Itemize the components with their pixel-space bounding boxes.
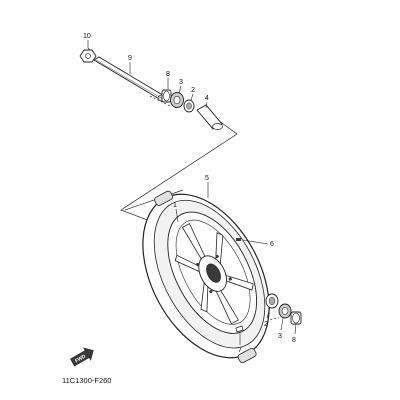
callout-6: 6 bbox=[270, 241, 274, 248]
callout-labels: 10 9 8 3 2 4 5 1 6 2 3 8 7 bbox=[83, 33, 296, 354]
fwd-label: FWD bbox=[74, 353, 87, 364]
callout-8-upper: 8 bbox=[166, 71, 170, 78]
balance-weight-part bbox=[235, 325, 244, 333]
callout-9: 9 bbox=[128, 55, 132, 62]
callout-3-lower: 3 bbox=[278, 333, 282, 340]
callout-1: 1 bbox=[173, 202, 177, 209]
front-wheel-assembly bbox=[142, 190, 270, 364]
oil-seal-lower-part bbox=[278, 303, 292, 319]
callout-2-upper: 2 bbox=[191, 87, 195, 94]
bearing-upper-part bbox=[183, 99, 195, 113]
spacer-lower-part bbox=[290, 311, 302, 325]
collar-sleeve-part bbox=[196, 104, 223, 130]
callout-7: 7 bbox=[238, 347, 242, 354]
callout-4: 4 bbox=[205, 95, 209, 102]
callout-10: 10 bbox=[83, 33, 91, 40]
fwd-arrow-icon: FWD bbox=[70, 347, 94, 367]
oil-seal-upper-part bbox=[170, 92, 184, 108]
callout-2-lower: 2 bbox=[264, 321, 268, 328]
leader-lines bbox=[87, 40, 297, 345]
part-code: 11C1300-F260 bbox=[62, 376, 111, 385]
callout-5: 5 bbox=[205, 175, 209, 182]
callout-3-upper: 3 bbox=[179, 79, 183, 86]
axle-nut-part bbox=[79, 49, 97, 63]
bearing-lower-part bbox=[265, 293, 279, 309]
spacer-upper-part bbox=[161, 89, 172, 103]
valve-part bbox=[236, 238, 241, 241]
callout-8-lower: 8 bbox=[292, 337, 296, 344]
